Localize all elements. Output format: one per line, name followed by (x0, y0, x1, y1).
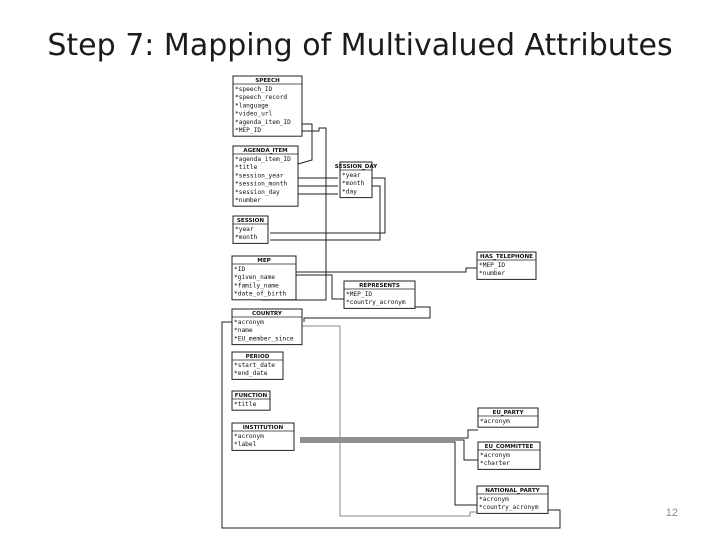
table-title: REPRESENTS (359, 283, 400, 289)
table-box (231, 351, 284, 380)
foreign-key-links (221, 123, 561, 529)
table-attribute: *title (235, 164, 258, 171)
table-attribute: *family_name (234, 282, 279, 289)
table-title: HAS_TELEPHONE (480, 254, 533, 260)
table-attribute: *speech_record (235, 94, 287, 101)
table-box (476, 485, 549, 514)
table-attribute: *charter (480, 460, 510, 467)
table-attribute: *end_date (234, 370, 268, 377)
table-attribute: *month (342, 180, 365, 187)
table-attribute: *speech_ID (235, 86, 273, 93)
link-session-day-session-year (270, 177, 386, 234)
table-box (477, 407, 539, 428)
table-box (232, 145, 299, 207)
table-attribute: *ID (234, 266, 245, 273)
table-represents: REPRESENTS *MEP_ID*country_acronym (343, 280, 416, 309)
table-title: INSTITUTION (243, 425, 284, 431)
table-agenda-item: AGENDA_ITEM*agenda_item_ID*title*session… (232, 145, 299, 207)
table-attribute: *video_url (235, 111, 273, 118)
link-speech-agenda-item (297, 123, 313, 165)
table-attribute: *agenda_item_ID (235, 156, 291, 163)
table-box (477, 441, 541, 470)
table-attribute: *country_acronym (346, 299, 406, 306)
table-institution: INSTITUTION *acronym*label (231, 422, 295, 451)
table-attribute: *acronym (234, 433, 264, 440)
link-represents-country (303, 306, 431, 322)
table-box (476, 251, 537, 280)
table-attribute: *date_of_birth (234, 291, 286, 298)
table-attribute: *agenda_item_ID (235, 119, 291, 126)
table-box (339, 161, 373, 199)
table-title: AGENDA_ITEM (243, 148, 288, 154)
table-attribute: *acronym (480, 418, 510, 425)
table-attribute: *EU_member_since (234, 335, 294, 342)
table-national-party: NATIONAL_PARTY *acronym*country_acronym (476, 485, 549, 514)
table-attribute: *year (342, 172, 361, 179)
table-attribute: *title (234, 401, 257, 408)
table-title: SESSION_DAY (335, 164, 378, 170)
table-attribute: *label (234, 441, 257, 448)
link-eu-party-institution (300, 429, 478, 439)
table-attribute: *start_date (234, 362, 275, 369)
table-attribute: *language (235, 102, 269, 109)
table-speech: SPEECH *speech_ID*speech_record*language *… (232, 75, 303, 137)
table-attribute: *session_day (235, 189, 280, 196)
table-title: SESSION (237, 218, 264, 224)
table-session-day: SESSION_DAY *year*month*day (335, 161, 378, 199)
table-attribute: *name (234, 327, 253, 334)
table-eu-party: EU_PARTY *acronym (477, 407, 539, 428)
table-attribute: *MEP_ID (346, 291, 372, 298)
table-attribute: *session_year (235, 172, 284, 179)
table-attribute: *acronym (480, 452, 510, 459)
table-attribute: *session_month (235, 181, 287, 188)
table-attribute: *MEP_ID (479, 262, 505, 269)
link-has-telephone-mep (296, 267, 478, 273)
table-attribute: *number (479, 270, 505, 277)
table-function: FUNCTION *title (231, 390, 271, 411)
table-title: FUNCTION (235, 393, 268, 399)
table-title: MEP (257, 258, 271, 264)
slide-title: Step 7: Mapping of Multivalued Attribute… (47, 28, 673, 63)
table-attribute: *month (235, 234, 258, 241)
link-represents-mep (296, 274, 344, 300)
table-attribute: *given_name (234, 274, 275, 281)
table-country: COUNTRY *acronym*name*EU_member_since (231, 308, 303, 346)
table-attribute: *acronym (234, 319, 264, 326)
table-title: SPEECH (255, 78, 280, 84)
table-attribute: *country_acronym (479, 504, 539, 511)
table-box (231, 390, 271, 411)
tables-layer: SPEECH *speech_ID*speech_record*language *… (231, 75, 549, 514)
table-box (231, 308, 303, 346)
page-number: 12 (665, 507, 678, 519)
table-attribute: *day (342, 188, 357, 195)
table-attribute: *acronym (479, 496, 509, 503)
table-attribute: *year (235, 226, 254, 233)
link-national-party-country (221, 321, 561, 529)
table-title: EU_COMMITTEE (485, 444, 534, 450)
link-session-day-session-month (270, 185, 381, 241)
table-box (231, 255, 297, 301)
table-eu-committee: EU_COMMITTEE *acronym*charter (477, 441, 541, 470)
table-session: SESSION *year*month (232, 215, 269, 244)
table-title: PERIOD (246, 354, 270, 360)
table-title: EU_PARTY (493, 410, 525, 416)
table-title: COUNTRY (252, 311, 283, 317)
table-period: PERIOD *start_date*end_date (231, 351, 284, 380)
link-eu-committee-institution (300, 439, 478, 461)
link-national-party-country-gray (302, 325, 478, 517)
table-attribute: *number (235, 197, 261, 204)
table-attribute: *MEP_ID (235, 127, 261, 134)
table-box (232, 215, 269, 244)
table-title: NATIONAL_PARTY (485, 488, 540, 494)
table-mep: MEP *ID*given_name*family_name *date_of_bi… (231, 255, 297, 301)
table-has-telephone: HAS_TELEPHONE *MEP_ID*number (476, 251, 537, 280)
table-box (343, 280, 416, 309)
link-national-party-institution (300, 441, 478, 506)
table-box (232, 75, 303, 137)
table-box (231, 422, 295, 451)
